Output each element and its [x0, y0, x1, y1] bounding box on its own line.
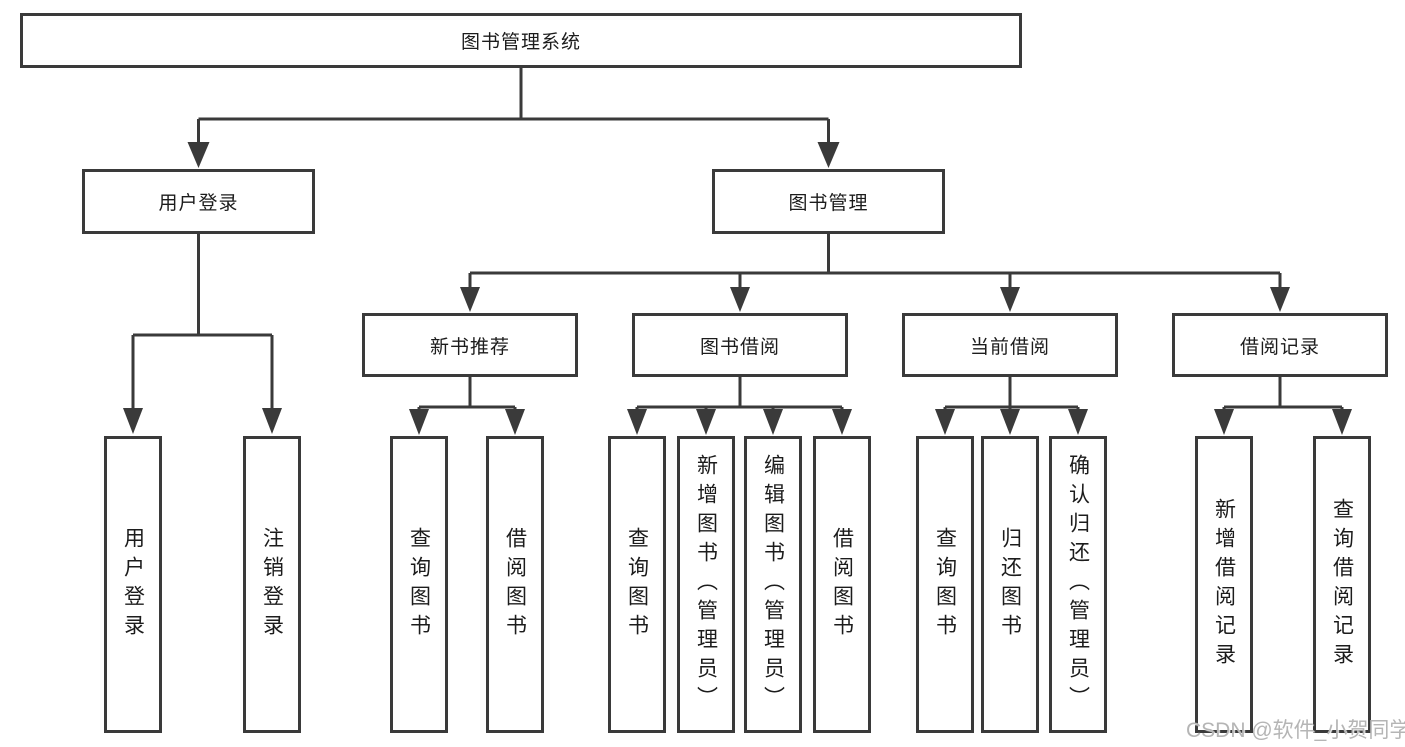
leaf-query-book-current: 查询图书 [916, 436, 974, 733]
connector-book-manage-to-level3 [460, 233, 1290, 312]
connector-current-borrow-to-leaves [935, 377, 1088, 435]
node-current-borrow: 当前借阅 [902, 313, 1118, 377]
watermark: CSDN @软件_小贺同学 [1186, 719, 1405, 742]
node-borrow-record-label: 借阅记录 [1239, 336, 1320, 358]
node-book-borrow-label: 图书借阅 [699, 336, 780, 358]
leaf-edit-book-admin-label: 编辑图书（管理员） [761, 454, 785, 715]
leaf-confirm-return-admin-label: 确认归还（管理员） [1066, 454, 1090, 715]
leaf-add-book-admin-label: 新增图书（管理员） [694, 454, 718, 715]
node-book-manage: 图书管理 [712, 169, 945, 234]
leaf-query-book-current-label: 查询图书 [933, 526, 957, 643]
node-root-label: 图书管理系统 [460, 32, 581, 53]
node-new-book-recommend-label: 新书推荐 [429, 336, 510, 358]
leaf-borrow-book: 借阅图书 [813, 436, 871, 733]
connector-borrow-record-to-leaves [1214, 377, 1352, 435]
leaf-borrow-book-label: 借阅图书 [830, 526, 854, 643]
leaf-query-borrow-record-label: 查询借阅记录 [1330, 497, 1354, 672]
leaf-user-login: 用户登录 [104, 436, 162, 733]
leaf-query-book-borrow: 查询图书 [608, 436, 666, 733]
leaf-query-book-recommend-label: 查询图书 [407, 526, 431, 643]
leaf-add-borrow-record-label: 新增借阅记录 [1212, 497, 1236, 672]
node-user-login: 用户登录 [82, 169, 315, 234]
leaf-logout: 注销登录 [243, 436, 301, 733]
leaf-logout-label: 注销登录 [260, 526, 284, 643]
leaf-edit-book-admin: 编辑图书（管理员） [744, 436, 802, 733]
node-book-manage-label: 图书管理 [788, 193, 869, 214]
leaf-query-borrow-record: 查询借阅记录 [1313, 436, 1371, 733]
connector-new-book-recommend-to-leaves [409, 377, 525, 435]
node-user-login-label: 用户登录 [158, 193, 239, 214]
node-book-borrow: 图书借阅 [632, 313, 848, 377]
node-current-borrow-label: 当前借阅 [969, 336, 1050, 358]
leaf-user-login-label: 用户登录 [121, 526, 145, 643]
connector-book-borrow-to-leaves [627, 377, 852, 435]
leaf-query-book-borrow-label: 查询图书 [625, 526, 649, 643]
leaf-borrow-book-recommend: 借阅图书 [486, 436, 544, 733]
connector-root-to-level2 [187, 66, 840, 168]
leaf-borrow-book-recommend-label: 借阅图书 [503, 526, 527, 643]
leaf-add-book-admin: 新增图书（管理员） [677, 436, 735, 733]
node-borrow-record: 借阅记录 [1172, 313, 1388, 377]
leaf-return-book-label: 归还图书 [998, 526, 1022, 643]
leaf-confirm-return-admin: 确认归还（管理员） [1049, 436, 1107, 733]
leaf-return-book: 归还图书 [981, 436, 1039, 733]
node-new-book-recommend: 新书推荐 [362, 313, 578, 377]
leaf-add-borrow-record: 新增借阅记录 [1195, 436, 1253, 733]
connector-user-login-to-leaves [123, 233, 282, 434]
leaf-query-book-recommend: 查询图书 [390, 436, 448, 733]
node-root: 图书管理系统 [20, 13, 1022, 68]
